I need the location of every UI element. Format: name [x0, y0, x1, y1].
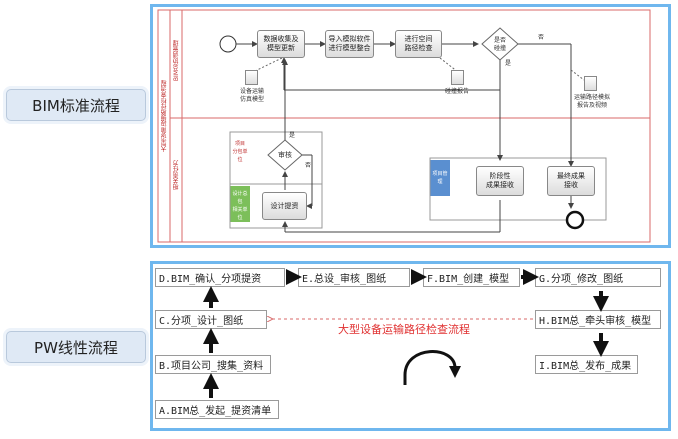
- node-stage-receive: 阶段性 成果接收: [476, 166, 524, 196]
- bim-standard-label: BIM标准流程: [6, 89, 146, 121]
- sim-doc-icon: [584, 76, 597, 91]
- decision-label: 是否 碰撞: [493, 37, 506, 52]
- pw-linear-label: PW线性流程: [6, 331, 146, 363]
- pw-step-a: A.BIM总_发起_提资清单: [155, 400, 279, 419]
- loop-arc-icon: [403, 350, 457, 376]
- pw-step-e: E.总设_审核_图纸: [298, 268, 410, 287]
- mark-no-review: 否: [305, 162, 312, 169]
- end-event: [565, 210, 585, 230]
- review-label: 审核: [278, 151, 292, 159]
- mark-yes-down: 是: [505, 60, 512, 67]
- pw-step-i: I.BIM总_发布_成果: [535, 355, 638, 374]
- design-lane-title: 设计总包 相关单位: [232, 191, 248, 221]
- pw-step-d: D.BIM_确认_分项提资: [155, 268, 285, 287]
- report-doc-label: 碰撞报告: [444, 88, 469, 95]
- node-data-collect: 数据收集及 模型更新: [257, 30, 305, 58]
- node-import-sim: 导入模拟软件 进行模型整合: [325, 30, 374, 58]
- mark-no-right: 否: [538, 34, 545, 41]
- sub-lane-title: 项目 分包单位: [232, 141, 248, 163]
- design-lane-box: [229, 131, 323, 229]
- node-final-receive: 最终成果 接收: [547, 166, 595, 196]
- report-doc-icon: [451, 70, 464, 85]
- model-doc-label: 设备运输 仿真模型: [239, 88, 264, 103]
- node-space-check: 进行空间 路径检查: [395, 30, 442, 58]
- project-lane-block: [430, 160, 450, 196]
- node-design-submit: 设计提资: [262, 192, 307, 220]
- review-decision: [267, 139, 303, 171]
- project-lane-box: [429, 157, 607, 221]
- sim-doc-label: 运输路径模拟 报告及视频: [573, 94, 610, 109]
- model-doc-icon: [245, 70, 258, 85]
- project-lane-title: 项目管理: [432, 171, 448, 185]
- pw-flow-frame: [150, 261, 671, 431]
- design-lane-block: [230, 186, 250, 222]
- pw-center-title: 大型设备运输路径检查流程: [338, 323, 470, 336]
- mark-yes-review: 是: [289, 132, 296, 139]
- pw-step-g: G.分项_修改_图纸: [535, 268, 661, 287]
- swimlane-outer: [157, 9, 651, 243]
